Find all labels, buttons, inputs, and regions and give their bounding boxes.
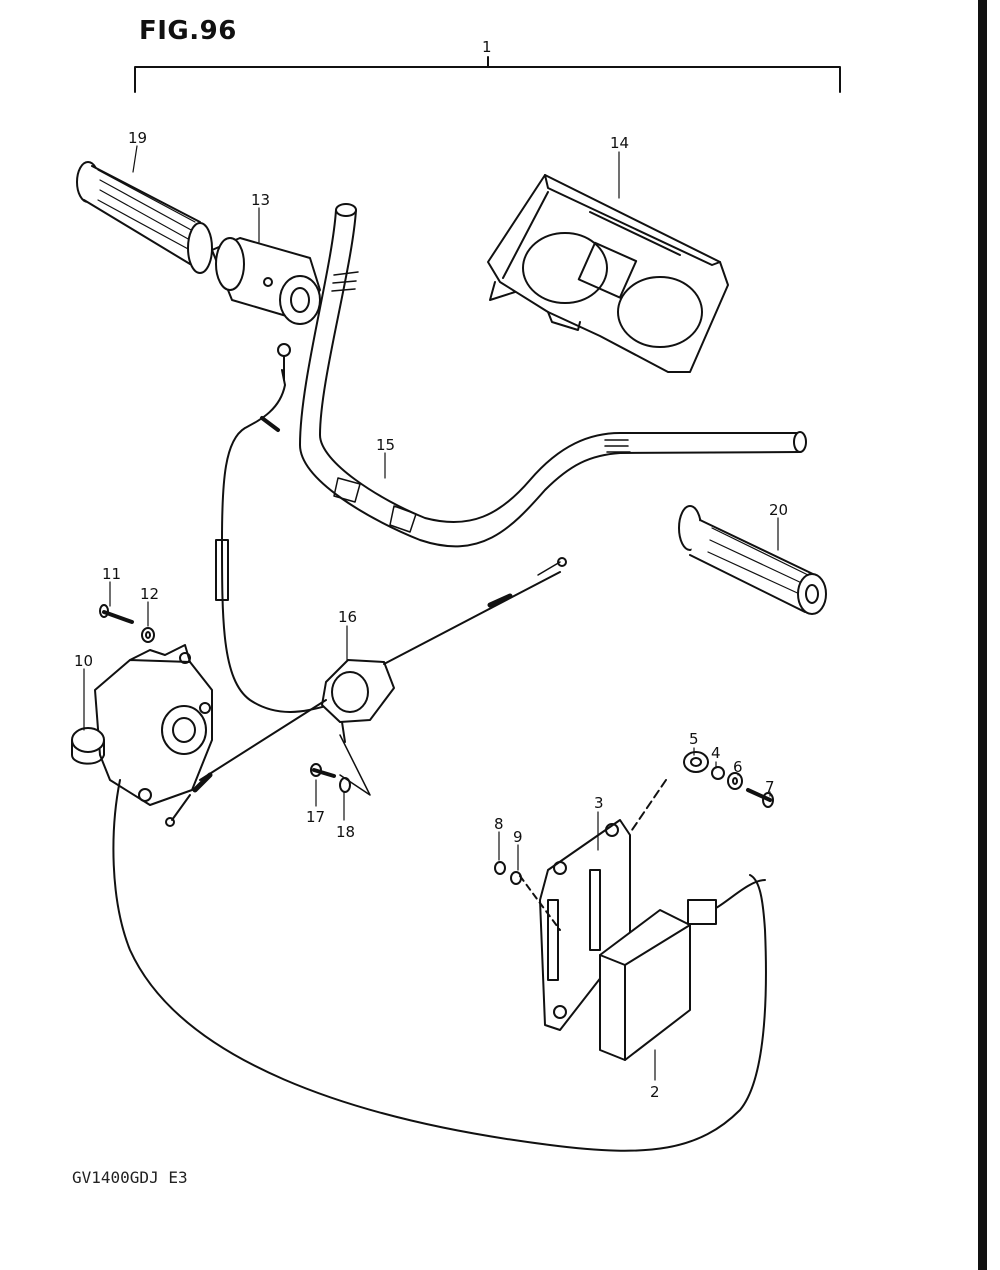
callout-19: 19 [128, 129, 147, 147]
figure-title: FIG.96 [139, 16, 237, 46]
callout-6: 6 [733, 758, 743, 776]
callout-17: 17 [306, 808, 325, 826]
assembly-dashed-line [631, 779, 667, 831]
callout-3: 3 [594, 794, 604, 812]
callout-10: 10 [74, 652, 93, 670]
callout-labels: 1 2 3 4 5 6 7 8 9 10 11 12 13 14 15 16 1… [74, 38, 788, 1101]
left-grip [76, 161, 213, 274]
model-code: GV1400GDJ E3 [72, 1168, 188, 1187]
callout-18: 18 [336, 823, 355, 841]
washer-12 [141, 627, 155, 643]
callout-4: 4 [711, 744, 721, 762]
washer-9 [510, 871, 522, 885]
nut-8 [494, 861, 506, 875]
callout-8: 8 [494, 815, 504, 833]
callout-5: 5 [689, 730, 699, 748]
meter-cover [487, 174, 729, 373]
washer-18 [339, 777, 351, 793]
bolt-11 [99, 604, 134, 624]
cable-junction [165, 557, 567, 827]
right-grip [678, 505, 827, 615]
callout-leaders [83, 145, 779, 1081]
callout-1: 1 [482, 38, 492, 56]
callout-13: 13 [251, 191, 270, 209]
callout-2: 2 [650, 1083, 660, 1101]
throttle-cable [215, 343, 331, 713]
callout-7: 7 [765, 778, 775, 796]
screw-7 [746, 788, 774, 808]
bolt-17 [310, 763, 336, 778]
callout-11: 11 [102, 565, 121, 583]
callout-14: 14 [610, 134, 629, 152]
callout-16: 16 [338, 608, 357, 626]
handlebar [299, 203, 807, 548]
cruise-actuator [71, 644, 767, 1152]
assembly-bracket [134, 56, 841, 93]
callout-9: 9 [513, 828, 523, 846]
callout-20: 20 [769, 501, 788, 519]
control-unit-bracket [539, 819, 631, 1031]
collar-4 [711, 766, 725, 780]
page-edge-bar [978, 0, 987, 1270]
grommet-5 [683, 751, 709, 773]
switch-housing [211, 237, 321, 325]
washer-6 [727, 772, 743, 790]
callout-15: 15 [376, 436, 395, 454]
assembly-dashed-line-2 [519, 875, 561, 931]
cruise-control-unit [599, 879, 766, 1061]
callout-12: 12 [140, 585, 159, 603]
